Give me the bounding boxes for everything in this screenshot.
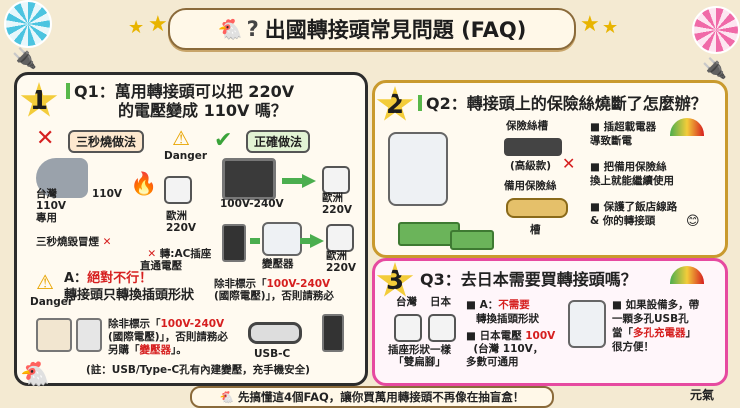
fire-icon: 🔥 xyxy=(130,172,158,197)
wrong-icon: ✕ xyxy=(147,248,157,260)
q1-answer: A：絕對不行！ 轉接頭只轉換插頭形狀 xyxy=(64,271,195,303)
arrow-shaft xyxy=(250,238,260,244)
wrong-icon: ✕ xyxy=(562,154,576,173)
q2-bullet-1: ■ 插超載電器 導致斷電 xyxy=(590,121,657,147)
danger-label: Danger xyxy=(30,296,74,308)
europe-220v-label: 歐洲 220V xyxy=(322,192,353,216)
arrow-right-icon xyxy=(310,234,324,248)
q2-bullet-2: ■ 把備用保險絲 換上就能繼續使用 xyxy=(590,161,674,187)
lollipop-left-icon xyxy=(4,0,52,48)
taiwan-label: 台灣 110V 專用 xyxy=(36,188,67,224)
chicken-icon: 🐔 xyxy=(219,390,235,404)
europe-220v-label: 歐洲 220V xyxy=(166,210,197,234)
money-icon xyxy=(398,222,460,246)
star-icon: ★ xyxy=(128,17,145,38)
star-icon: ★ xyxy=(580,12,600,37)
bad-method-tag: 三秒燒做法 xyxy=(68,130,145,153)
question-icon: ? xyxy=(246,17,259,41)
wrong-icon: ✕ xyxy=(102,236,112,248)
high-grade-label: (高級款) xyxy=(510,160,552,172)
arrow-shaft xyxy=(300,238,312,244)
fuse-slot-icon xyxy=(504,138,562,156)
europe-220v-label: 歐洲 220V xyxy=(326,250,357,274)
smile-icon: 😊 xyxy=(686,214,700,229)
good-method-tag: 正確做法 xyxy=(246,130,311,153)
q3-tip: ■ 如果設備多，帶 一顆多孔USB孔 當「多孔充電器」 很方便！ xyxy=(612,299,700,353)
phone-icon xyxy=(322,314,344,352)
plug-left-icon: 🔌 xyxy=(12,46,37,70)
shield-icon xyxy=(36,318,72,352)
title-text: 出國轉接頭常見問題 (FAQ) xyxy=(264,18,527,42)
good-voltage-label: 100V-240V xyxy=(220,198,284,210)
chicken-icon: 🐔 xyxy=(217,17,243,41)
tw-label: 台灣 xyxy=(396,296,417,308)
phone-icon xyxy=(222,224,246,262)
fuse-icon xyxy=(506,198,568,218)
bottom-note: 除非標示「100V-240V (國際電壓)」，否則請務必 另購「變壓器」。 xyxy=(108,318,228,356)
q3-answer: ■ A：不需要 轉換插頭形狀 xyxy=(466,299,539,325)
gauge-icon xyxy=(670,118,704,136)
transformer-icon xyxy=(262,222,302,256)
chicken-icon: 🐔 xyxy=(20,360,50,388)
fuse-slot-label: 保險絲槽 xyxy=(506,120,548,132)
plug-right-icon: 🔌 xyxy=(702,56,727,80)
slot-label: 槽 xyxy=(530,224,541,236)
arrow-shaft xyxy=(282,178,304,184)
gauge-icon xyxy=(670,266,704,284)
warning-icon: ⚠ xyxy=(36,270,54,294)
lollipop-right-icon xyxy=(692,6,740,54)
outlet-icon xyxy=(322,166,350,194)
outlet-icon xyxy=(326,224,354,252)
hairdryer-icon xyxy=(36,158,88,198)
same-shape-label: 插座形狀一樣 「雙扁腳」 xyxy=(388,344,451,368)
q1-title: Q1：萬用轉接頭可以把 220V 的電壓變成 110V 嗎？ xyxy=(66,82,356,120)
outlet-jp-icon xyxy=(428,314,456,342)
q3-title: Q3：去日本需要買轉接頭嗎？ xyxy=(420,270,637,289)
usbc-port-icon xyxy=(248,322,302,344)
arrow-right-icon xyxy=(302,174,316,188)
page-title: 🐔 ? 出國轉接頭常見問題 (FAQ) xyxy=(168,8,576,50)
bad-caption-2: ✕ 轉:AC插座 直通電壓 xyxy=(140,248,212,272)
money-icon xyxy=(450,230,494,250)
outlet-icon xyxy=(164,176,192,204)
good-note: 除非標示「100V-240V (國際電壓)」，否則請務必 xyxy=(214,278,334,302)
danger-label: Danger xyxy=(164,150,208,162)
v110-label: 110V xyxy=(92,188,123,200)
outlet-tw-icon xyxy=(394,314,422,342)
q3-voltage: ■ 日本電壓 100V (台灣 110V， 多數可通用 xyxy=(466,330,556,368)
star-icon: ★ xyxy=(148,12,168,37)
wrong-icon: ✕ xyxy=(36,126,55,151)
star-icon: ★ xyxy=(602,17,619,38)
q2-title: Q2：轉接頭上的保險絲燒斷了怎麼辦？ xyxy=(418,94,707,113)
q2-bullet-3: ■ 保護了飯店線路 & 你的轉接頭 xyxy=(590,201,678,227)
jp-label: 日本 xyxy=(430,296,451,308)
spare-fuse-label: 備用保險絲 xyxy=(504,180,557,192)
bad-caption-1: 三秒燒毀冒煙 ✕ xyxy=(36,236,112,248)
usbc-label: USB-C xyxy=(254,348,291,360)
adapter-icon xyxy=(388,132,448,206)
transformer-label: 變壓器 xyxy=(262,258,294,270)
laptop-icon xyxy=(222,158,276,200)
footer-banner: 🐔 先搞懂這4個FAQ，讓你買萬用轉接頭不再像在抽盲盒！ xyxy=(190,386,554,408)
brand-logo: 元氣 xyxy=(690,388,715,402)
q1-panel xyxy=(14,72,368,386)
check-icon: ✔ xyxy=(214,128,233,153)
adapter-icon xyxy=(76,318,102,352)
multi-usb-charger-icon xyxy=(568,300,606,348)
warning-icon: ⚠ xyxy=(172,126,190,150)
footnote: (註：USB/Type-C孔有內建變壓，充手機安全) xyxy=(86,364,310,376)
q2-title-bar xyxy=(418,95,422,111)
q1-title-bar xyxy=(66,83,70,99)
